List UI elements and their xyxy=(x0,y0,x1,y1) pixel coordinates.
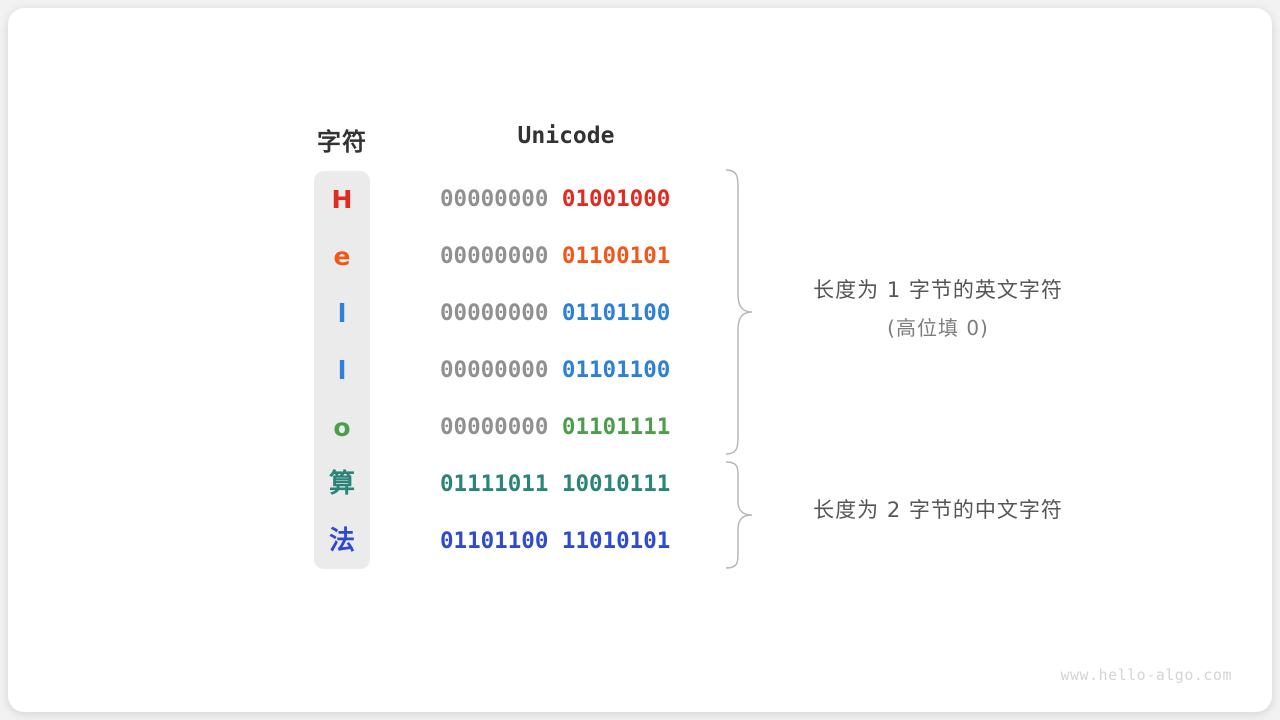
row-high-byte: 01101100 xyxy=(440,528,549,554)
row-low-byte: 10010111 xyxy=(561,471,671,497)
row-high-byte: 00000000 xyxy=(440,357,549,383)
annotation-cjk-line1: 长度为 2 字节的中文字符 xyxy=(813,498,1063,522)
table-row: H 00000000 01001000 xyxy=(8,171,1272,228)
row-low-byte: 01001000 xyxy=(561,186,671,212)
annotation-ascii-line2: (高位填 0) xyxy=(887,316,989,340)
row-unicode-bits: 00000000 01101111 xyxy=(440,399,670,456)
column-header-character: 字符 xyxy=(317,129,367,156)
table-row: l 00000000 01101100 xyxy=(8,342,1272,399)
table-row: 法 01101100 11010101 xyxy=(8,513,1272,570)
row-character: H xyxy=(331,185,353,214)
row-high-byte: 00000000 xyxy=(440,243,549,269)
row-low-byte: 01101100 xyxy=(561,300,671,326)
row-unicode-bits: 01101100 11010101 xyxy=(440,513,670,570)
row-character: o xyxy=(333,413,351,442)
row-character: l xyxy=(337,356,347,385)
table-row: e 00000000 01100101 xyxy=(8,228,1272,285)
brace-ascii-group xyxy=(725,169,753,455)
row-low-byte: 11010101 xyxy=(561,528,671,554)
row-unicode-bits: 00000000 01001000 xyxy=(440,171,670,228)
row-low-byte: 01100101 xyxy=(561,243,671,269)
row-low-byte: 01101111 xyxy=(561,414,671,440)
row-character: 法 xyxy=(328,526,355,556)
annotation-cjk: 长度为 2 字节的中文字符 xyxy=(768,494,1108,524)
table-row: 算 01111011 10010111 xyxy=(8,456,1272,513)
row-character: 算 xyxy=(328,469,355,499)
row-unicode-bits: 01111011 10010111 xyxy=(440,456,670,513)
character-column-background xyxy=(314,171,370,569)
column-header-unicode: Unicode xyxy=(517,123,615,149)
row-character: e xyxy=(333,242,351,271)
row-unicode-bits: 00000000 01101100 xyxy=(440,285,670,342)
figure-card: 字符 Unicode H 00000000 01001000 e 00000000 0… xyxy=(8,8,1272,712)
row-character: l xyxy=(337,299,347,328)
row-high-byte: 00000000 xyxy=(440,414,549,440)
row-high-byte: 00000000 xyxy=(440,186,549,212)
table-row: o 00000000 01101111 xyxy=(8,399,1272,456)
row-unicode-bits: 00000000 01101100 xyxy=(440,342,670,399)
table-row: l 00000000 01101100 xyxy=(8,285,1272,342)
row-high-byte: 00000000 xyxy=(440,300,549,326)
annotation-ascii-line1: 长度为 1 字节的英文字符 xyxy=(813,278,1063,302)
watermark: www.hello-algo.com xyxy=(1060,666,1232,684)
row-unicode-bits: 00000000 01100101 xyxy=(440,228,670,285)
brace-cjk-group xyxy=(725,461,753,569)
row-high-byte: 01111011 xyxy=(440,471,549,497)
row-low-byte: 01101100 xyxy=(561,357,671,383)
annotation-ascii: 长度为 1 字节的英文字符 (高位填 0) xyxy=(768,274,1108,341)
